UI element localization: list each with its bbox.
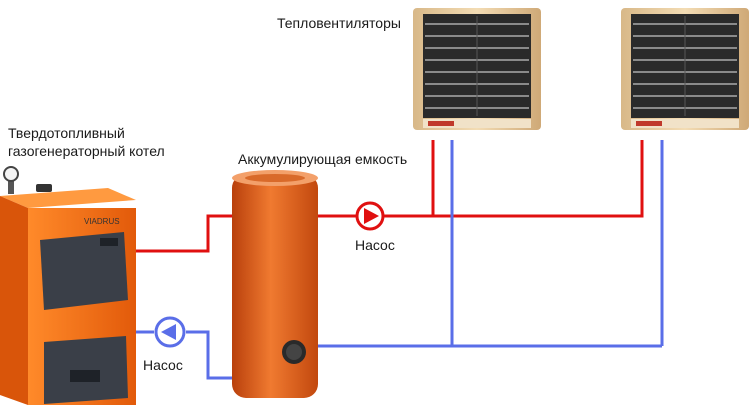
heater-2: [621, 8, 749, 130]
heaters-label: Тепловентиляторы: [277, 15, 401, 31]
pump-cold: [154, 316, 186, 348]
accumulation-tank: [232, 170, 318, 398]
tank-to-boiler-return-pipe: [186, 330, 232, 380]
pump-cold-label: Насос: [143, 357, 183, 373]
supply-pipes: [133, 140, 644, 253]
boiler-label-line2: газогенераторный котел: [8, 143, 165, 159]
pressure-gauge-icon: [3, 166, 19, 182]
tank-label: Аккумулирующая емкость: [238, 151, 408, 167]
boiler-to-tank-supply-pipe: [133, 214, 232, 253]
pump-hot: [355, 201, 385, 231]
return-pipes: [133, 140, 664, 380]
pump-hot-label: Насос: [355, 237, 395, 253]
svg-text:VIADRUS: VIADRUS: [84, 217, 120, 226]
boiler-label-line1: Твердотопливный: [8, 125, 125, 141]
pump-to-heaters-supply-pipe: [384, 140, 644, 218]
boiler: VIADRUS: [0, 166, 136, 405]
heater-1: [413, 8, 541, 130]
